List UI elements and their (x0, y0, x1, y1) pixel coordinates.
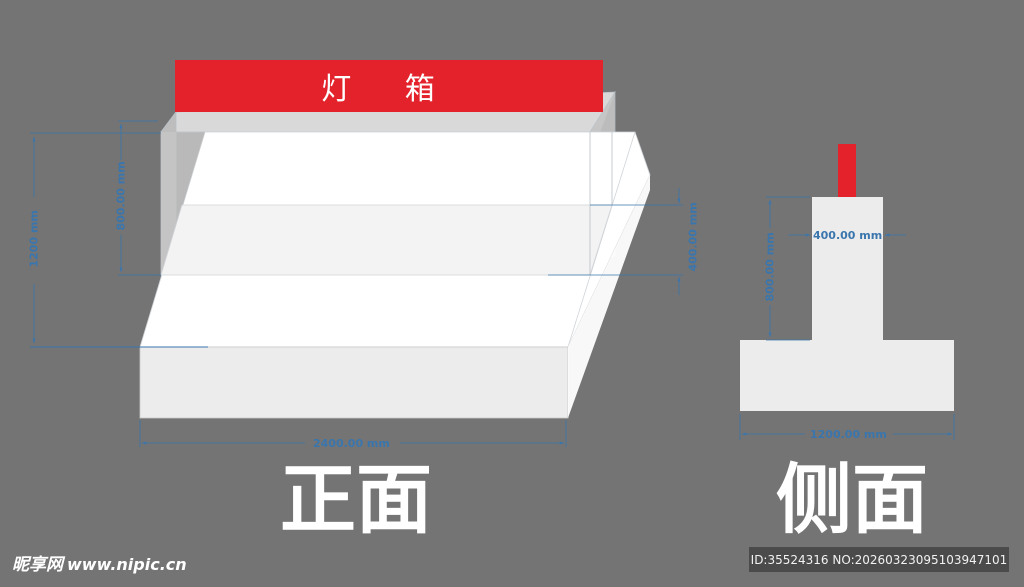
side-sign-board (838, 144, 856, 197)
sign-box-band (160, 204, 613, 276)
base-side-face (568, 175, 650, 418)
sign-text: 灯 箱 (321, 72, 457, 107)
base-front-face (139, 346, 569, 419)
dim-side-upper-width: 400.00 mm (812, 229, 884, 242)
side-base (740, 340, 954, 411)
dim-step-height: 400.00 mm (686, 202, 700, 272)
dim-total-height: 1200 mm (27, 210, 41, 268)
dim-front-width: 2400.00 mm (311, 437, 392, 450)
front-view-drawing (30, 60, 683, 447)
id-bar: ID:35524316 NO:20260323095103947101 (749, 547, 1009, 572)
dim-side-upper-height: 800.00 mm (763, 232, 777, 302)
front-view-label: 正面 (280, 455, 432, 544)
watermark-site: www.nipic.cn (67, 555, 187, 574)
side-view-label: 侧面 (776, 455, 928, 544)
sign-board (175, 60, 603, 112)
side-view-drawing (739, 144, 955, 440)
side-upper-box (812, 197, 883, 340)
dim-side-base-width: 1200.00 mm (808, 428, 889, 441)
dim-sign-box-height: 800.00 mm (114, 161, 128, 231)
watermark-brand: 昵享网 (12, 555, 63, 575)
